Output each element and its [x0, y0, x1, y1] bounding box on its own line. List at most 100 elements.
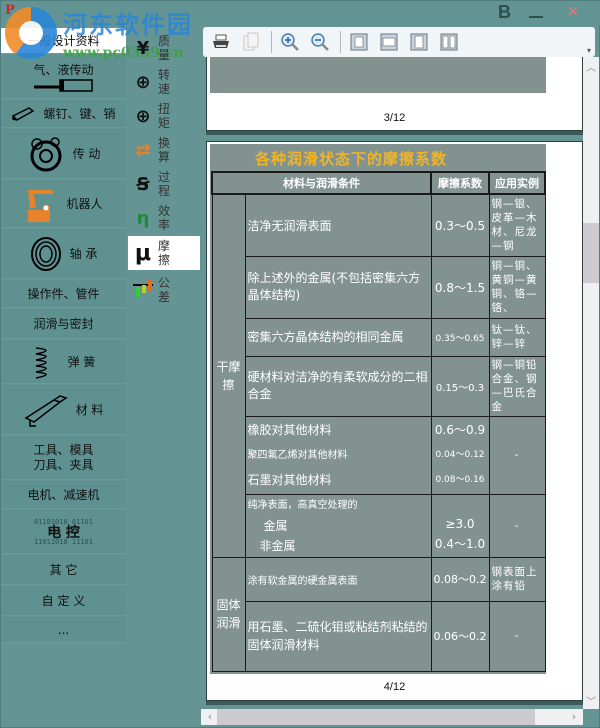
zoom-out-icon: [311, 33, 329, 51]
scroll-up-arrow-icon[interactable]: ︿: [586, 63, 596, 74]
vertical-scroll-thumb[interactable]: [583, 223, 599, 283]
subcategory-process[interactable]: Ꞩ 过程: [128, 167, 200, 201]
fit-width-icon: [380, 33, 398, 51]
category-pneumatic-hydraulic[interactable]: 气、液传动: [1, 55, 126, 99]
horizontal-scrollbar[interactable]: ‹ ›: [201, 709, 583, 725]
group-dry-friction: 干摩擦: [211, 193, 246, 558]
group-solid-lubrication: 固体润滑: [211, 556, 246, 672]
watermark-url: www.pc0359.cn: [63, 45, 184, 61]
rotation-speed-icon: ⊕: [135, 71, 151, 93]
two-page-button[interactable]: [437, 31, 461, 53]
fit-page-button[interactable]: [347, 31, 371, 53]
table-row: 除上述外的金属(不包括密集六方晶体结构) 0.8～1.5 铜—铜、黄铜—黄铜、铬…: [212, 255, 546, 319]
print-button[interactable]: [209, 31, 233, 53]
category-lubrication-sealing[interactable]: 润滑与密封: [1, 309, 126, 339]
single-page-icon: [410, 33, 428, 51]
category-more[interactable]: ...: [1, 617, 126, 643]
toolbar-overflow-icon[interactable]: ▾: [586, 46, 591, 55]
subcategory-mass[interactable]: ¥ 质量: [128, 31, 200, 65]
subcategory-conversion[interactable]: ⇄ 换算: [128, 133, 200, 167]
category-electrical-control[interactable]: 01101010 01101 110 010 11011010 11101 电 …: [1, 510, 126, 554]
document-viewport[interactable]: 3/12 各种润滑状态下的摩擦系数 材料与润滑条件 摩擦系数 应用实例 干摩擦 …: [203, 57, 583, 709]
fit-width-button[interactable]: [377, 31, 401, 53]
spring-icon: [35, 346, 47, 379]
category-operating-parts-fittings[interactable]: 操作件、管件: [1, 280, 126, 308]
document-toolbar: ▾: [203, 27, 595, 57]
zoom-in-button[interactable]: [278, 31, 302, 53]
title-bar: P B ✕: [1, 1, 600, 25]
close-button[interactable]: ✕: [566, 2, 580, 21]
key-icon: [12, 106, 35, 121]
printer-icon: [213, 34, 229, 48]
subcategory-panel: ¥ 质量 ⊕ 转速 ⊕ 扭矩 ⇄ 换算 Ꞩ 过程 η 效率 μ 摩擦: [128, 31, 200, 311]
vertical-scrollbar[interactable]: ︿ ﹀: [583, 57, 599, 709]
table-row: 用石墨、二硫化钼或粘结剂粘结的固体润滑材料 0.06～0.2 -: [212, 600, 546, 672]
robot-arm-icon: [28, 189, 55, 222]
subcategory-torque[interactable]: ⊕ 扭矩: [128, 99, 200, 133]
subcategory-friction[interactable]: μ 摩擦: [128, 236, 200, 270]
table-row: 固体润滑 涂有软金属的硬金属表面 0.08～0.2 钢表面上涂有铅: [211, 556, 546, 672]
binary-icon: 01101010 01101 110 010 11011010 11101: [33, 517, 93, 546]
subcategory-efficiency[interactable]: η 效率: [128, 201, 200, 235]
page-number-3: 3/12: [383, 112, 406, 124]
minimize-button[interactable]: [521, 3, 549, 23]
single-page-button[interactable]: [407, 31, 431, 53]
scroll-left-arrow-icon[interactable]: ‹: [207, 710, 213, 723]
category-other[interactable]: 其 它: [1, 555, 126, 585]
category-screws-keys-pins[interactable]: 螺钉、键、销: [1, 100, 126, 128]
conversion-icon: ⇄: [135, 139, 151, 161]
category-panel: 一般设计资料 气、液传动 螺钉、键、销 传 动 机器人 轴 承 操作件、管件 润…: [1, 25, 126, 643]
toolbar-divider: [340, 31, 341, 53]
fit-page-icon: [350, 33, 368, 51]
table-row: 纯净表面，高真空处理的 金属 非金属 ≥3.0 0.4～1.0 -: [212, 493, 546, 558]
efficiency-icon: η: [136, 207, 150, 229]
tolerance-icon: [128, 277, 158, 304]
category-motor-reducer[interactable]: 电机、减速机: [1, 481, 126, 509]
page-3: 3/12: [206, 57, 583, 131]
toolbar-divider: [271, 31, 272, 53]
friction-icon: μ: [134, 240, 152, 266]
table-row: 干摩擦 洁净无润滑表面 0.3～0.5 钢—银、皮革—木材、尼龙—钢: [211, 193, 546, 558]
watermark-site-name: 河东软件园: [63, 10, 193, 39]
table-row: 密集六方晶体结构的相同金属 0.35～0.65 钛—钛、锌—锌: [212, 317, 546, 357]
table-row: 橡胶对其他材料 聚四氟乙烯对其他材料 石墨对其他材料 0.6～0.9 0.04～…: [212, 415, 546, 495]
cylinder-icon: [33, 79, 93, 92]
subcategory-rotation-speed[interactable]: ⊕ 转速: [128, 65, 200, 99]
page-4: 各种润滑状态下的摩擦系数 材料与润滑条件 摩擦系数 应用实例 干摩擦 洁净无润滑…: [206, 141, 583, 701]
copy-button[interactable]: [239, 31, 263, 53]
mass-icon: ¥: [136, 37, 150, 59]
header-material-condition: 材料与润滑条件: [211, 171, 432, 195]
friction-table-title: 各种润滑状态下的摩擦系数: [255, 150, 448, 168]
category-material[interactable]: 材 料: [1, 385, 126, 435]
copy-icon: [243, 32, 259, 51]
page-4-content-block: 各种润滑状态下的摩擦系数 材料与润滑条件 摩擦系数 应用实例 干摩擦 洁净无润滑…: [210, 144, 546, 674]
bearing-icon: [30, 236, 61, 271]
process-icon: Ꞩ: [136, 173, 150, 195]
category-tools-molds[interactable]: 工具、模具 刀具、夹具: [1, 436, 126, 480]
category-bearing[interactable]: 轴 承: [1, 229, 126, 279]
torque-icon: ⊕: [135, 105, 151, 127]
header-friction-coefficient: 摩擦系数: [430, 171, 490, 195]
zoom-out-button[interactable]: [308, 31, 332, 53]
watermark-logo-icon: [5, 7, 57, 59]
scroll-down-arrow-icon[interactable]: ﹀: [586, 697, 596, 708]
scroll-right-arrow-icon[interactable]: ›: [571, 710, 577, 723]
category-robot[interactable]: 机器人: [1, 180, 126, 228]
page-number-4: 4/12: [383, 681, 406, 693]
two-page-icon: [440, 33, 458, 51]
app-icon: P: [5, 3, 15, 18]
category-spring[interactable]: 弹 簧: [1, 340, 126, 384]
page-3-content-block: [210, 57, 546, 93]
gear-drive-icon: [30, 136, 62, 171]
table-header-row: 材料与润滑条件 摩擦系数 应用实例: [211, 171, 546, 195]
title-b-label: B: [498, 2, 511, 22]
header-application-example: 应用实例: [488, 171, 546, 195]
subcategory-tolerance[interactable]: 公差: [128, 273, 200, 307]
friction-coefficient-table: 材料与润滑条件 摩擦系数 应用实例 干摩擦 洁净无润滑表面 0.3～0.5 钢—…: [211, 171, 546, 672]
horizontal-scroll-thumb[interactable]: [217, 709, 535, 725]
i-beam-icon: [24, 394, 68, 427]
category-custom[interactable]: 自 定 义: [1, 586, 126, 616]
category-transmission[interactable]: 传 动: [1, 129, 126, 179]
table-row: 硬材料对洁净的有柔软成分的二相合金 0.15～0.3 钢—铜铅合金、钢—巴氏合金: [212, 355, 546, 417]
